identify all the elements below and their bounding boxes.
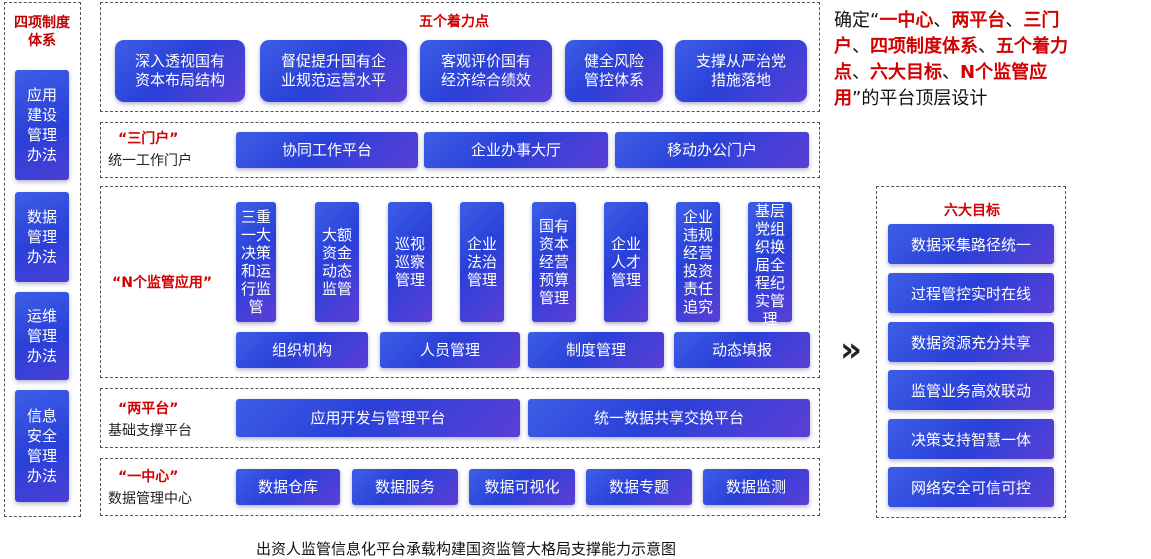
center-warehouse[interactable]: 数据仓库 (236, 469, 340, 505)
design-description: 确定“一中心、两平台、三门户、四项制度体系、五个着力点、六大目标、N个监管应用”… (834, 10, 1068, 109)
app-people[interactable]: 人员管理 (380, 332, 520, 368)
five-points-title: 五个着力点 (419, 14, 489, 30)
goal-security[interactable]: 网络安全可信可控 (888, 467, 1054, 507)
one-center-label: “一中心” (118, 469, 179, 485)
app-budget[interactable]: 国有资本经营预算管理 (532, 202, 576, 322)
center-monitor[interactable]: 数据监测 (703, 469, 809, 505)
n-apps-panel (100, 186, 820, 378)
three-portals-label: “三门户” (118, 131, 179, 147)
goal-linkage[interactable]: 监管业务高效联动 (888, 370, 1054, 410)
five-points-item-4[interactable]: 健全风险管控体系 (565, 40, 663, 102)
system-panel (4, 2, 81, 517)
app-report[interactable]: 动态填报 (674, 332, 810, 368)
app-rules[interactable]: 制度管理 (528, 332, 664, 368)
one-center-panel (100, 458, 820, 516)
three-portals-sublabel: 统一工作门户 (108, 153, 192, 169)
portal-hall[interactable]: 企业办事大厅 (424, 132, 608, 168)
goal-collect[interactable]: 数据采集路径统一 (888, 224, 1054, 264)
double-chevron-icon: » (840, 330, 862, 370)
app-accountability[interactable]: 企业违规经营投资责任追究 (676, 202, 720, 322)
portal-mobile[interactable]: 移动办公门户 (615, 132, 809, 168)
two-platforms-panel (100, 388, 820, 448)
app-org[interactable]: 组织机构 (236, 332, 368, 368)
center-topic[interactable]: 数据专题 (586, 469, 692, 505)
app-inspection[interactable]: 巡视巡察管理 (388, 202, 432, 322)
goal-process[interactable]: 过程管控实时在线 (888, 273, 1054, 313)
portal-collab[interactable]: 协同工作平台 (236, 132, 418, 168)
platform-exchange[interactable]: 统一数据共享交换平台 (528, 399, 810, 437)
system-item-app[interactable]: 应用建设管理办法 (15, 70, 69, 180)
app-funds[interactable]: 大额资金动态监管 (315, 202, 359, 322)
five-points-panel (100, 2, 820, 112)
center-visual[interactable]: 数据可视化 (469, 469, 575, 505)
three-portals-panel (100, 122, 820, 178)
two-platforms-sublabel: 基础支撑平台 (108, 423, 192, 439)
system-item-ops[interactable]: 运维管理办法 (15, 292, 69, 380)
app-decision[interactable]: 三重一大决策和运行监管 (236, 202, 276, 322)
center-service[interactable]: 数据服务 (352, 469, 458, 505)
platform-dev[interactable]: 应用开发与管理平台 (236, 399, 520, 437)
two-platforms-label: “两平台” (118, 401, 179, 417)
six-goals-panel (876, 186, 1066, 518)
five-points-item-5[interactable]: 支撑从严治党措施落地 (675, 40, 807, 102)
five-points-item-1[interactable]: 深入透视国有资本布局结构 (115, 40, 245, 102)
app-legal[interactable]: 企业法治管理 (460, 202, 504, 322)
system-item-data[interactable]: 数据管理办法 (15, 192, 69, 282)
app-talent[interactable]: 企业人才管理 (604, 202, 648, 322)
five-points-item-2[interactable]: 督促提升国有企业规范运营水平 (260, 40, 407, 102)
system-panel-title: 四项制度体系 (14, 15, 70, 49)
goal-decision[interactable]: 决策支持智慧一体 (888, 419, 1054, 459)
n-apps-label: “N个监管应用” (112, 275, 213, 291)
app-party[interactable]: 基层党组织换届全程纪实管理 (748, 202, 792, 328)
six-goals-title: 六大目标 (944, 203, 1000, 219)
goal-share[interactable]: 数据资源充分共享 (888, 322, 1054, 362)
one-center-sublabel: 数据管理中心 (108, 491, 192, 507)
five-points-item-3[interactable]: 客观评价国有经济综合绩效 (420, 40, 552, 102)
figure-caption: 出资人监管信息化平台承载构建国资监管大格局支撑能力示意图 (256, 540, 677, 558)
system-item-security[interactable]: 信息安全管理办法 (15, 390, 69, 502)
